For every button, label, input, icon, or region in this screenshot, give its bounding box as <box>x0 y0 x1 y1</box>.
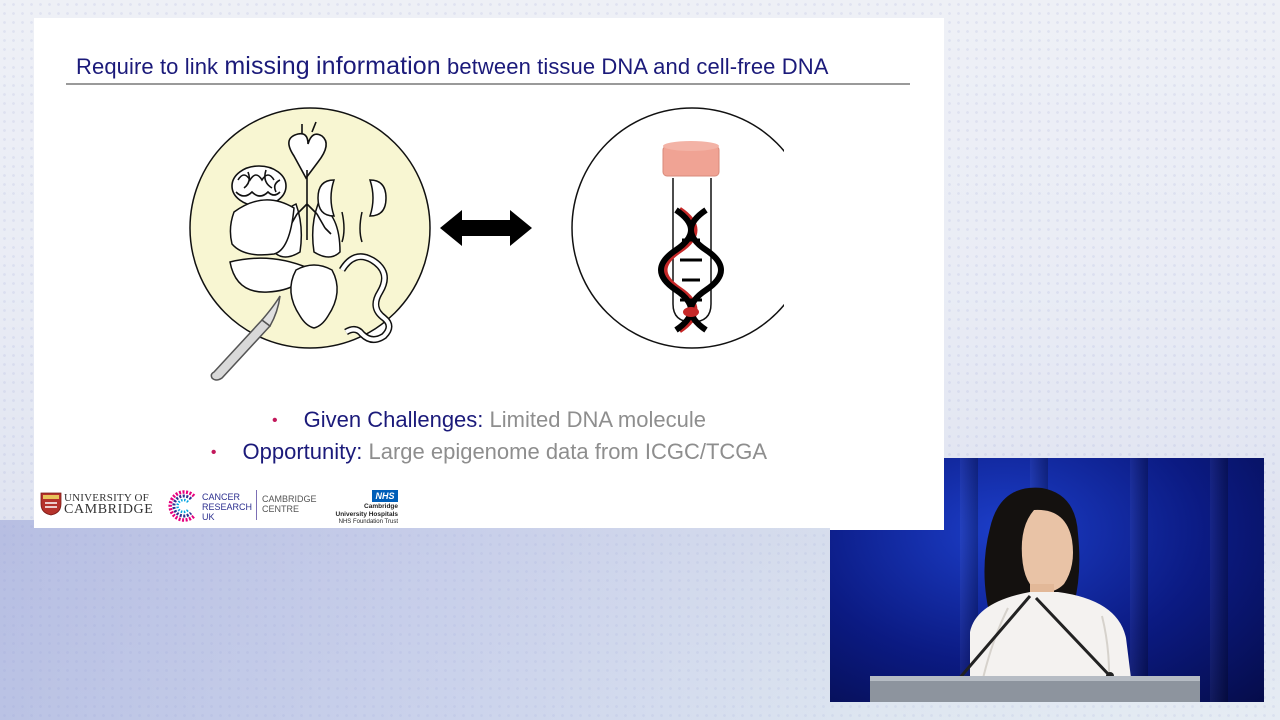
title-underline <box>66 83 910 85</box>
bullet-key: Opportunity: <box>242 439 363 464</box>
video-backdrop-light <box>830 458 944 530</box>
curtain-fold <box>1130 458 1148 702</box>
cruk-centre-line-1: CAMBRIDGE <box>262 494 317 504</box>
bullet-dot: • <box>272 412 278 429</box>
cruk-logo-text: CANCER RESEARCH UK <box>202 492 252 522</box>
presentation-slide: Require to link missing information betw… <box>34 18 944 528</box>
bullet-value: Large epigenome data from ICGC/TCGA <box>368 439 768 464</box>
cruk-line-1: CANCER <box>202 492 241 502</box>
title-part-2: missing <box>224 52 310 80</box>
cruk-line-2: RESEARCH <box>202 502 253 512</box>
bullet-value: Limited DNA molecule <box>489 407 706 432</box>
bullet-list: •Given Challenges: Limited DNA molecule … <box>34 404 944 468</box>
cruk-centre-text: CAMBRIDGE CENTRE <box>262 494 317 514</box>
cruk-line-3: UK <box>202 512 215 522</box>
nhs-line-2: University Hospitals <box>335 511 399 518</box>
nhs-trust-text: Cambridge University Hospitals NHS Found… <box>332 503 399 526</box>
cambridge-logo-text: UNIVERSITY OF CAMBRIDGE <box>64 492 154 517</box>
bullet-key: Given Challenges: <box>303 407 484 432</box>
title-part-1: Require to link <box>76 54 219 79</box>
nhs-line-3: NHS Foundation Trust <box>338 519 398 525</box>
nhs-line-1: Cambridge <box>364 503 398 510</box>
cambridge-line-1: UNIVERSITY OF <box>64 492 149 504</box>
scalpel-icon <box>210 295 281 381</box>
cruk-logo-icon <box>168 490 196 522</box>
slide-title: Require to link missing information betw… <box>76 52 906 81</box>
double-arrow-icon <box>440 210 532 246</box>
dna-helix-icon <box>658 207 724 333</box>
logo-strip: UNIVERSITY OF CAMBRIDGE CANCER RESEARCH … <box>40 488 440 526</box>
tissue-to-cfdna-illustration <box>189 107 784 381</box>
blood-tube-icon <box>571 107 784 349</box>
title-part-3: information <box>316 52 441 80</box>
organs-illustration <box>189 107 431 349</box>
logo-divider <box>256 490 257 520</box>
cruk-centre-line-2: CENTRE <box>262 504 300 514</box>
curtain-fold <box>1210 458 1228 702</box>
bullet-dot: • <box>210 444 217 461</box>
speaker-figure <box>870 487 1200 702</box>
bullet-opportunity: • Opportunity: Large epigenome data from … <box>34 436 944 468</box>
bullet-challenges: • Given Challenges: Limited DNA molecule <box>34 404 944 436</box>
speaker-video <box>830 458 1264 702</box>
cambridge-line-2: CAMBRIDGE <box>64 502 154 517</box>
cambridge-crest-icon <box>40 492 62 516</box>
title-part-4: between tissue DNA and cell-free DNA <box>447 54 829 79</box>
nhs-badge: NHS <box>372 490 398 502</box>
